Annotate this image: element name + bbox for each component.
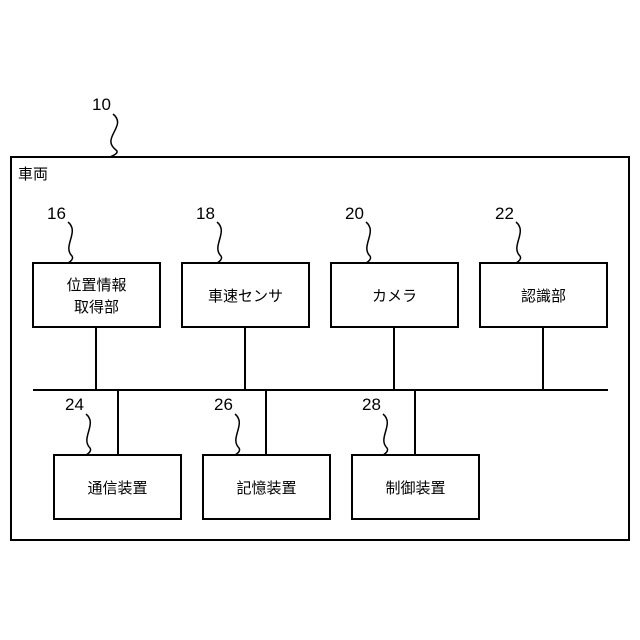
- ref-number: 22: [495, 204, 514, 223]
- box-label: 認識部: [521, 287, 566, 305]
- component-position-acquisition: 16 位置情報 取得部: [33, 204, 160, 327]
- ref-number: 20: [345, 204, 364, 223]
- box-label: 記憶装置: [236, 479, 296, 497]
- vehicle-label: 車両: [18, 165, 48, 183]
- vehicle-leader-line: [110, 114, 118, 157]
- component-camera: 20 カメラ: [331, 204, 458, 327]
- box-label: 制御装置: [385, 479, 445, 497]
- leader-line: [68, 222, 73, 263]
- component-vehicle-speed-sensor: 18 車速センサ: [182, 204, 309, 327]
- ref-number: 24: [65, 395, 84, 414]
- box: [33, 263, 160, 327]
- ref-number: 26: [214, 395, 233, 414]
- ref-number: 18: [196, 204, 215, 223]
- ref-number: 28: [362, 395, 381, 414]
- leader-line: [516, 222, 521, 263]
- leader-line: [366, 222, 371, 263]
- leader-line: [235, 414, 240, 455]
- box-label-line2: 取得部: [74, 298, 119, 316]
- vehicle-ref-number: 10: [92, 95, 111, 114]
- box-label: カメラ: [372, 287, 417, 305]
- box-label: 通信装置: [87, 479, 147, 497]
- component-recognition: 22 認識部: [480, 204, 607, 327]
- box-label: 車速センサ: [208, 287, 283, 305]
- leader-line: [217, 222, 222, 263]
- box-label-line1: 位置情報: [66, 276, 126, 294]
- ref-number: 16: [47, 204, 66, 223]
- leader-line: [383, 414, 388, 455]
- leader-line: [86, 414, 91, 455]
